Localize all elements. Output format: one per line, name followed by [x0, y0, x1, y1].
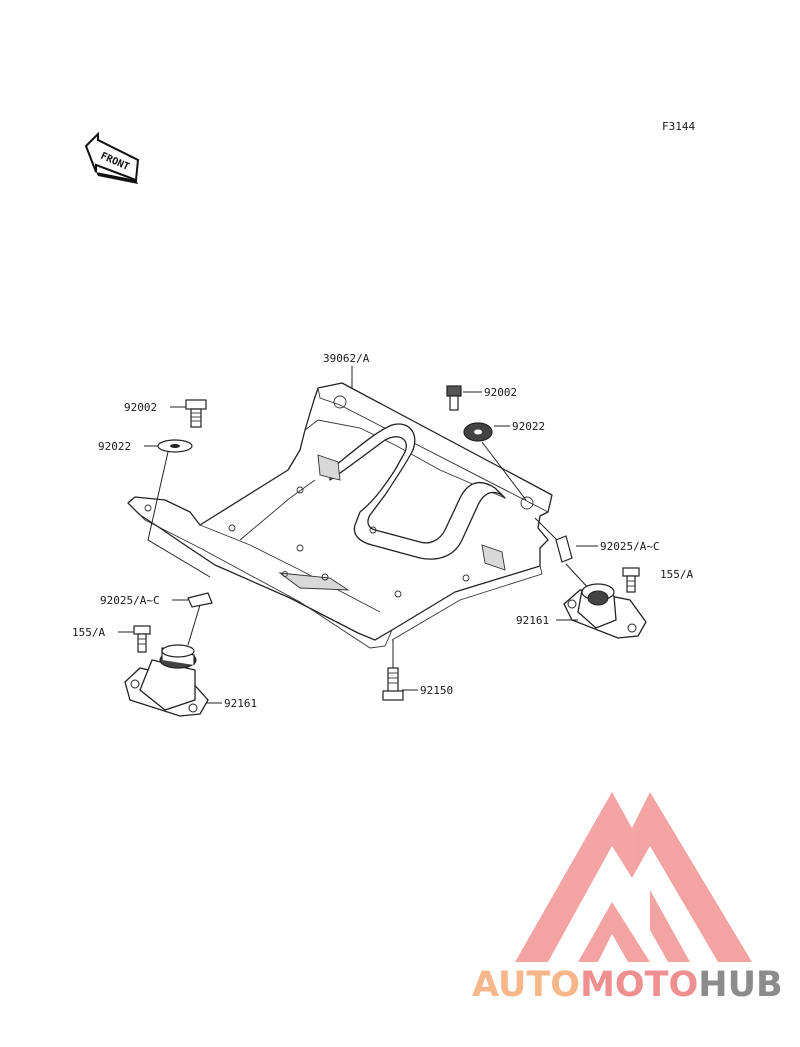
- front-arrow-icon: FRONT: [84, 131, 140, 184]
- bolt-155-right-icon: [622, 567, 640, 593]
- label-92022-left: 92022: [98, 440, 131, 453]
- label-92161-right: 92161: [516, 614, 549, 627]
- engine-mount-92161-right-icon: [563, 583, 647, 639]
- label-39062: 39062/A: [323, 352, 370, 365]
- watermark-hub: HUB: [698, 965, 782, 1005]
- label-92022-right: 92022: [512, 420, 545, 433]
- label-155-right: 155/A: [660, 568, 693, 581]
- bolt-92002-left-icon: [185, 399, 207, 428]
- label-92025-left: 92025/A~C: [100, 594, 160, 607]
- clip-92025-right-icon: [555, 535, 573, 563]
- label-92002-left: 92002: [124, 401, 157, 414]
- bolt-155-left-icon: [133, 625, 151, 653]
- figure-code: F3144: [662, 120, 695, 133]
- watermark-moto: MOTO: [580, 965, 698, 1005]
- engine-mount-92161-left-icon: [124, 644, 209, 717]
- bolt-92002-right-icon: [446, 385, 462, 411]
- label-92150: 92150: [420, 684, 453, 697]
- bolt-92150-icon: [382, 667, 404, 701]
- label-92025-right: 92025/A~C: [600, 540, 660, 553]
- clip-92025-left-icon: [187, 592, 213, 608]
- label-92002-right: 92002: [484, 386, 517, 399]
- label-155-left: 155/A: [72, 626, 105, 639]
- watermark-text: AUTOMOTOHUB: [472, 965, 783, 1005]
- skid-plate-frame: [127, 382, 553, 649]
- guide-left: [147, 451, 211, 578]
- label-92161-left: 92161: [224, 697, 257, 710]
- watermark-auto: AUTO: [472, 965, 580, 1005]
- watermark-logo-icon: [515, 792, 752, 962]
